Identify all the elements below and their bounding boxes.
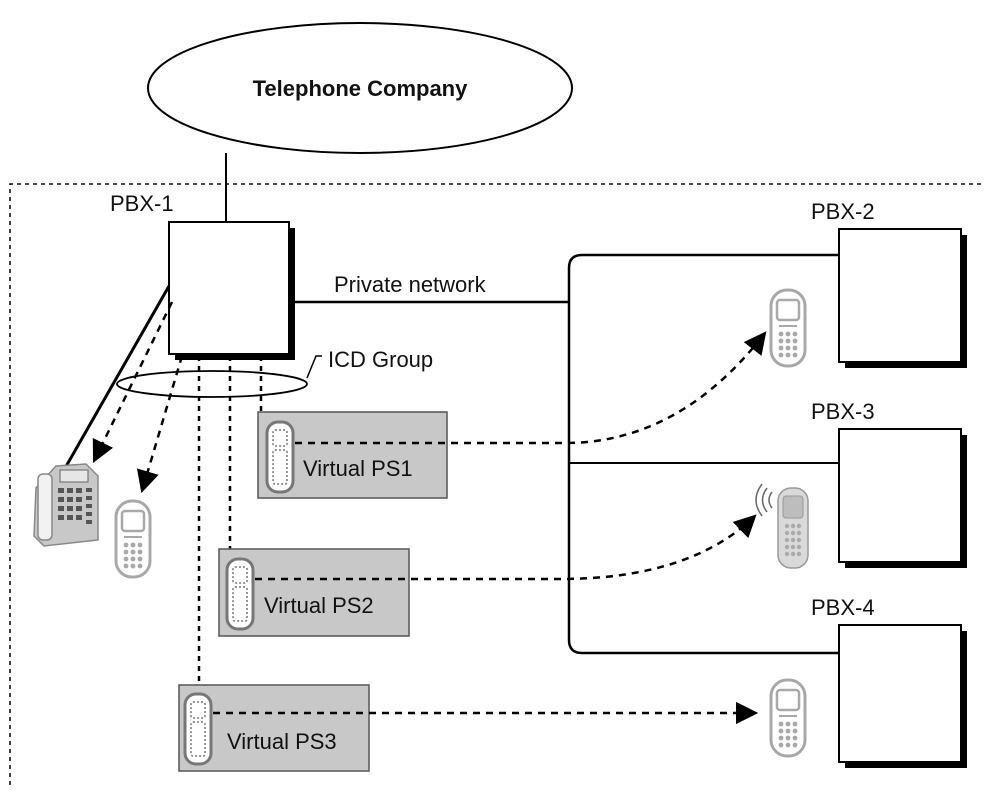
arrow-to-local-handset <box>136 355 184 494</box>
virtual-ps1-box: Virtual PS1 <box>257 411 448 499</box>
desk-phone-line <box>62 285 171 471</box>
icd-group-leader <box>306 355 322 379</box>
virtual-ps3-label: Virtual PS3 <box>227 729 337 754</box>
virtual-ps3-handset-icon <box>183 692 213 766</box>
telephone-company-label: Telephone Company <box>253 76 468 101</box>
virtual-ps2-box: Virtual PS2 <box>218 548 410 637</box>
pbx-2-node: PBX-2 <box>811 199 967 368</box>
virtual-ps3-box: Virtual PS3 <box>178 684 370 772</box>
pbx-3-label: PBX-3 <box>811 399 875 424</box>
network-backbone <box>567 253 839 655</box>
pbx-2-handset-icon <box>769 288 807 368</box>
pbx-1-label: PBX-1 <box>110 191 174 216</box>
telephone-company-node: Telephone Company <box>147 22 573 154</box>
pbx-3-ringing-handset-icon <box>755 483 809 569</box>
icd-group-ellipse <box>116 370 308 398</box>
pbx-4-handset-icon <box>769 678 807 758</box>
pbx-3-node: PBX-3 <box>811 399 967 568</box>
pbx-1-node: PBX-1 <box>110 191 295 360</box>
desk-phone-icon <box>33 463 99 547</box>
virtual-ps2-handset-icon <box>225 557 255 631</box>
forward-arrow-ps1 <box>295 331 767 445</box>
icd-group-label: ICD Group <box>328 347 433 372</box>
pbx-4-label: PBX-4 <box>811 595 875 620</box>
pbx-2-label: PBX-2 <box>811 199 875 224</box>
arrow-to-desk-phone <box>92 301 174 464</box>
virtual-ps1-label: Virtual PS1 <box>303 456 413 481</box>
local-handset-icon <box>114 499 152 579</box>
pbx-4-node: PBX-4 <box>811 595 967 768</box>
site-boundary <box>9 183 985 785</box>
virtual-ps2-label: Virtual PS2 <box>264 593 374 618</box>
private-network-label: Private network <box>334 272 487 297</box>
virtual-ps1-handset-icon <box>265 420 295 494</box>
